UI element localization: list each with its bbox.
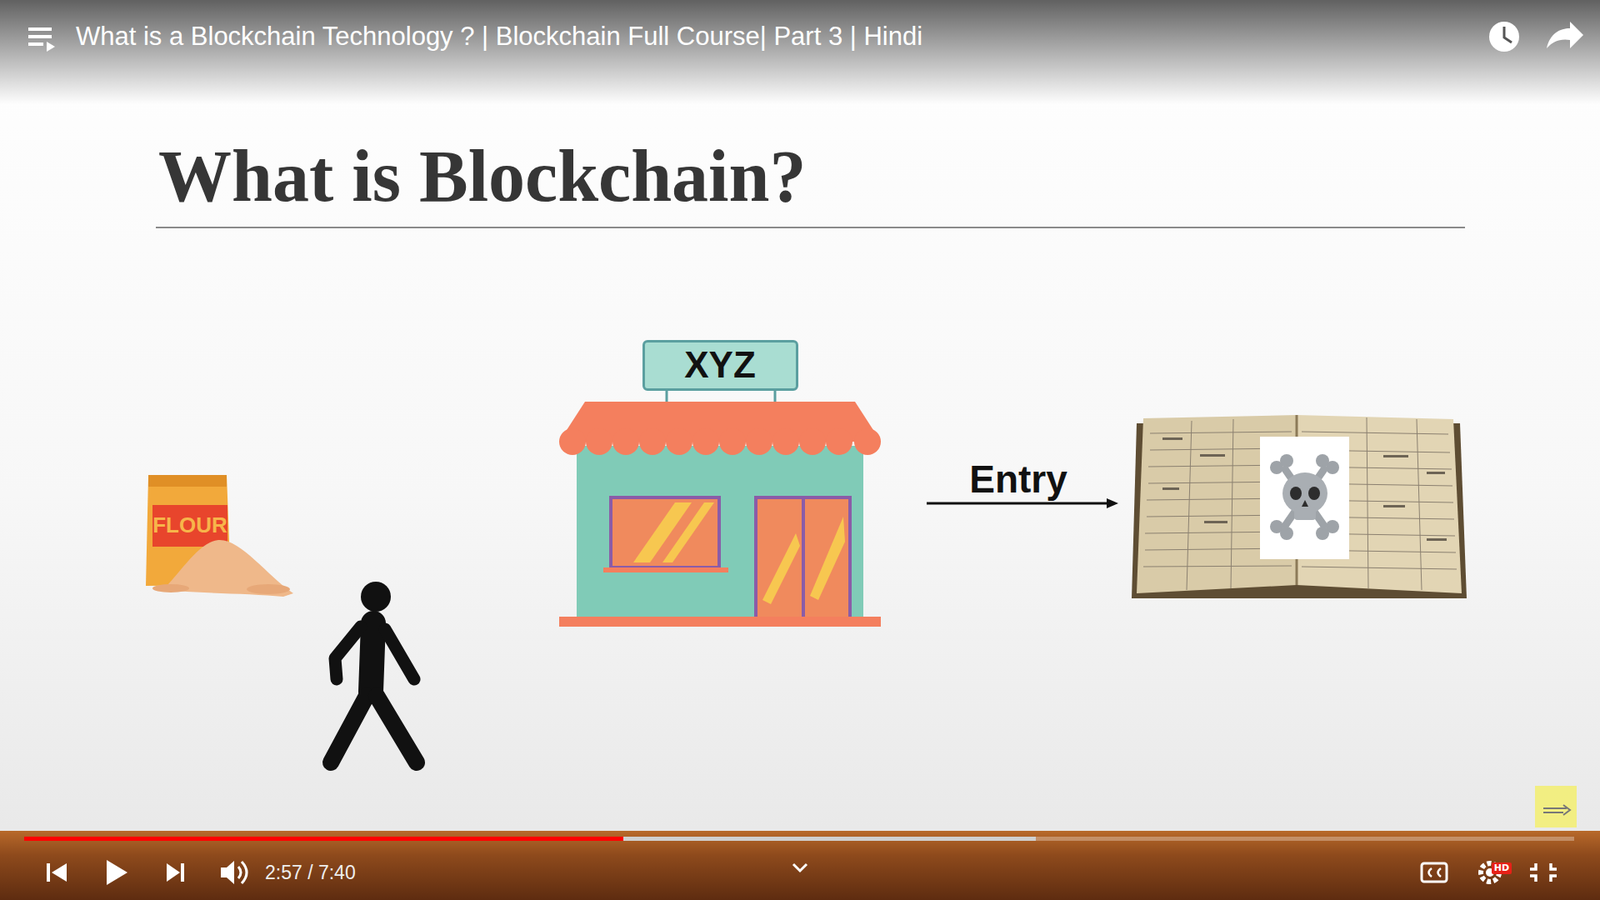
- control-bar: [0, 830, 1600, 900]
- progress-played: [24, 836, 624, 841]
- flour-bag: [145, 475, 294, 597]
- top-shade: [0, 0, 1600, 105]
- time-display: 2:57 / 7:40: [265, 861, 356, 884]
- progress-track: [24, 836, 1575, 841]
- hd-badge: HD: [1491, 862, 1512, 875]
- progress-buffer: [623, 836, 1036, 841]
- arrow-label: Entry: [969, 457, 1068, 502]
- corner-sticker: [1535, 785, 1577, 828]
- video-title: What is a Blockchain Technology ? | Bloc…: [75, 21, 923, 52]
- share-icon: [1546, 21, 1584, 49]
- title-rule: [155, 226, 1465, 229]
- player-controls: [46, 860, 1557, 885]
- playlist-icon: [28, 27, 55, 52]
- clock-icon: [1489, 21, 1520, 52]
- ledger-book: [1131, 415, 1467, 599]
- bag-label: FLOUR: [152, 513, 228, 539]
- shop-sign: XYZ: [642, 340, 799, 391]
- sign-text: XYZ: [684, 345, 756, 385]
- shop-building: [559, 388, 881, 627]
- slide-title: What is Blockchain?: [158, 140, 806, 214]
- walking-person: [330, 581, 417, 763]
